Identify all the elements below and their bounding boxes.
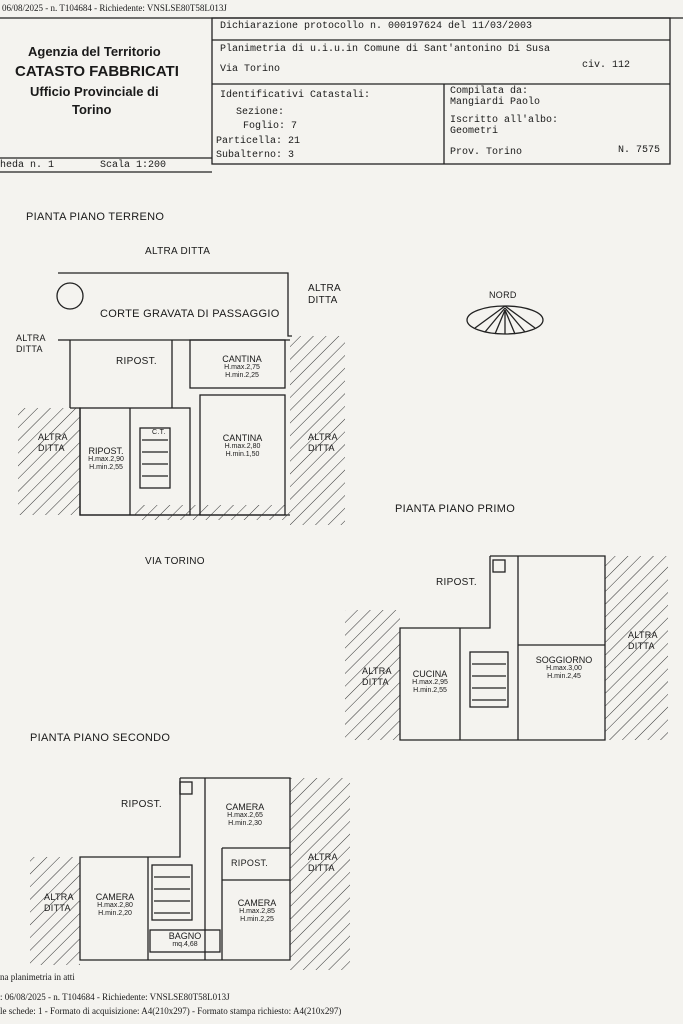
subalterno: Subalterno: 3	[216, 150, 295, 161]
scala: Scala 1:200	[100, 160, 167, 171]
via: Via Torino	[220, 64, 281, 75]
label-ripost-secondo-2: RIPOST.	[231, 858, 269, 868]
room-cantina-2: CANTINA H.max.2,80 H.min.1,50	[222, 433, 263, 458]
room-ripost-terreno: RIPOST. H.max.2,90 H.min.2,55	[88, 446, 124, 471]
label-ct: C.T.	[152, 429, 166, 436]
footer-line-2: : 06/08/2025 - n. T104684 - Richiedente:…	[0, 992, 230, 1002]
label-ripost-primo: RIPOST.	[436, 577, 477, 588]
label-corte: CORTE GRAVATA DI PASSAGGIO	[100, 308, 280, 320]
compass-icon	[467, 305, 543, 335]
title-piano-terreno: PIANTA PIANO TERRENO	[26, 211, 165, 223]
title-piano-primo: PIANTA PIANO PRIMO	[395, 503, 516, 515]
label-altra-ditta-left: ALTRA DITTA	[16, 333, 46, 354]
albo: Geometri	[450, 126, 499, 137]
room-cantina-1: CANTINA H.max.2,75 H.min.2,25	[222, 354, 262, 379]
provincia: Prov. Torino	[450, 147, 523, 158]
identificativi: Identificativi Catastali:	[220, 90, 371, 101]
title-piano-secondo: PIANTA PIANO SECONDO	[30, 732, 171, 744]
room-camera-2: CAMERA H.max.2,80 H.min.2,20	[95, 892, 135, 917]
room-camera-1: CAMERA H.max.2,65 H.min.2,30	[225, 802, 265, 827]
footer-line-1: na planimetria in atti	[0, 972, 75, 982]
label-ripost-secondo-1: RIPOST.	[121, 799, 162, 810]
iscritto: Iscritto all'albo:	[450, 115, 559, 126]
agency-catasto: CATASTO FABBRICATI	[15, 63, 179, 80]
agency-office: Ufficio Provinciale di	[30, 84, 159, 99]
room-cucina: CUCINA H.max.2,95 H.min.2,55	[412, 669, 448, 694]
label-ripost-terreno-1: RIPOST.	[116, 356, 157, 367]
label-altra-ditta-inner-right: ALTRA DITTA	[308, 432, 338, 453]
particella: Particella: 21	[216, 136, 301, 147]
label-via-torino: VIA TORINO	[145, 556, 205, 567]
scheda: heda n. 1	[0, 160, 55, 171]
foglio: Foglio: 7	[243, 121, 298, 132]
room-camera-3: CAMERA H.max.2,85 H.min.2,25	[237, 898, 277, 923]
compilata: Compilata da:	[450, 86, 529, 97]
top-bar: 06/08/2025 - n. T104684 - Richiedente: V…	[2, 3, 227, 13]
label-altra-ditta-right-top: ALTRA DITTA	[308, 283, 341, 306]
numero-albo: N. 7575	[618, 145, 661, 156]
dichiarazione: Dichiarazione protocollo n. 000197624 de…	[220, 21, 533, 32]
label-altra-ditta-primo-left: ALTRA DITTA	[362, 666, 392, 687]
compilatore: Mangiardi Paolo	[450, 97, 541, 108]
room-soggiorno: SOGGIORNO H.max.3,00 H.min.2,45	[535, 655, 593, 680]
label-altra-ditta-secondo-left: ALTRA DITTA	[44, 892, 74, 913]
label-nord: NORD	[489, 290, 517, 300]
civico: civ. 112	[582, 60, 631, 71]
label-altra-ditta-secondo-right: ALTRA DITTA	[308, 852, 338, 873]
label-altra-ditta-top: ALTRA DITTA	[145, 246, 211, 257]
room-bagno: BAGNO mq.4,68	[168, 931, 202, 948]
sezione: Sezione:	[236, 107, 285, 118]
label-altra-ditta-primo-right: ALTRA DITTA	[628, 630, 658, 651]
label-altra-ditta-inner-left: ALTRA DITTA	[38, 432, 68, 453]
agency-name: Agenzia del Territorio	[28, 44, 161, 59]
planimetria: Planimetria di u.i.u.in Comune di Sant'a…	[220, 44, 551, 55]
footer-line-3: le schede: 1 - Formato di acquisizione: …	[0, 1006, 342, 1016]
agency-city: Torino	[72, 102, 112, 117]
